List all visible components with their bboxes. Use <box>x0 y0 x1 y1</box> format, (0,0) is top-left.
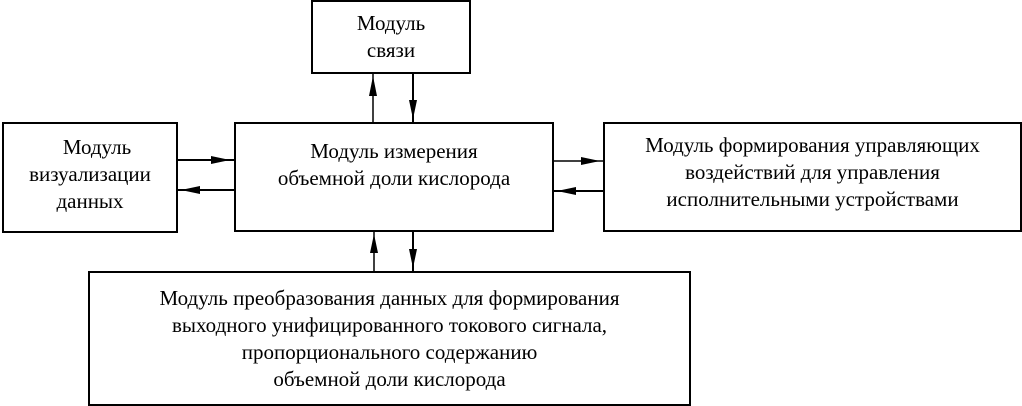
block-measurement-line-2: объемной доли кислорода <box>277 166 511 190</box>
arrow-control-to-measurement <box>553 187 603 195</box>
block-visualization-line-1: Модуль <box>62 135 132 159</box>
arrow-measurement-to-conversion <box>409 231 417 271</box>
block-control-line-1: Модуль формирования управляющих <box>645 133 980 157</box>
block-measurement-line-1: Модуль измерения <box>310 139 478 163</box>
block-control-line-2: воздействий для управления <box>685 160 940 184</box>
block-visualization-module: Модуль визуализации данных <box>2 122 178 233</box>
block-visualization-line-3: данных <box>56 189 124 213</box>
block-control-line-3: исполнительными устройствами <box>666 187 959 211</box>
block-control-module: Модуль формирования управляющих воздейст… <box>603 122 1022 232</box>
arrow-measurement-to-visualization <box>177 186 234 194</box>
block-conversion-line-2: выходного унифицированного токового сигн… <box>171 313 608 337</box>
block-measurement-module: Модуль измерения объемной доли кислорода <box>234 122 554 232</box>
block-communication-line-2: связи <box>366 38 416 62</box>
block-communication-module: Модуль связи <box>311 0 471 74</box>
block-conversion-line-4: объемной доли кислорода <box>273 367 506 391</box>
block-communication-line-1: Модуль <box>356 11 426 35</box>
block-conversion-module: Модуль преобразования данных для формиро… <box>88 271 691 406</box>
arrow-conversion-to-measurement <box>370 231 378 271</box>
arrow-communication-to-measurement <box>409 73 417 122</box>
block-conversion-line-3: пропорционального содержанию <box>241 340 538 364</box>
arrow-measurement-to-control <box>553 157 603 165</box>
arrow-measurement-to-communication <box>369 73 377 122</box>
arrow-visualization-to-measurement <box>177 156 234 164</box>
block-visualization-line-2: визуализации <box>29 162 151 186</box>
block-conversion-line-1: Модуль преобразования данных для формиро… <box>159 286 620 310</box>
